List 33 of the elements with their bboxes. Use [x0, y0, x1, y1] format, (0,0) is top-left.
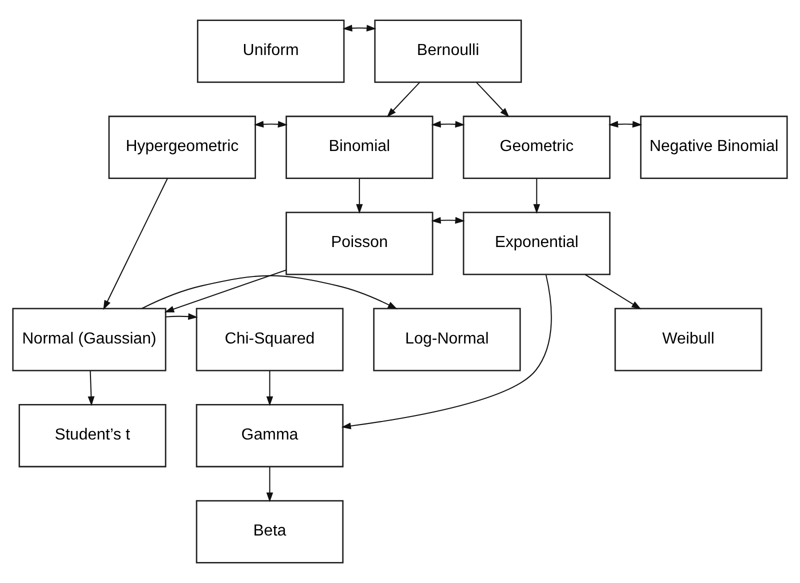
node-box: Exponential	[462, 212, 611, 276]
node-box: Uniform	[196, 20, 345, 83]
arrow	[103, 178, 168, 310]
arrow	[142, 275, 398, 310]
arrow	[266, 466, 274, 502]
arrow	[584, 274, 642, 310]
node-box: Normal (Gaussian)	[12, 308, 166, 372]
arrow	[341, 274, 552, 430]
arrow	[266, 370, 274, 406]
node-box: Geometric	[462, 116, 611, 179]
arrow	[356, 178, 363, 214]
arrow	[476, 82, 510, 118]
node-box: Negative Binomial	[640, 116, 788, 179]
arrow	[431, 120, 465, 128]
arrow	[386, 82, 420, 118]
node-box: Binomial	[286, 116, 434, 179]
node-box: Beta	[196, 500, 344, 564]
node-box: Poisson	[286, 212, 434, 276]
arrow	[608, 120, 642, 128]
node-box: Gamma	[196, 404, 344, 468]
arrow	[88, 370, 95, 406]
node-box: Weibull	[614, 308, 762, 372]
node-box: Student’s t	[18, 404, 166, 468]
arrow	[342, 24, 376, 32]
arrow	[166, 313, 198, 320]
arrow	[431, 217, 465, 224]
node-box: Chi-Squared	[196, 308, 344, 372]
arrow	[254, 120, 288, 128]
arrow	[533, 178, 540, 214]
node-box: Log-Normal	[373, 308, 521, 372]
node-box: Bernoulli	[374, 20, 522, 83]
node-box: Hypergeometric	[108, 116, 256, 179]
arrow	[164, 270, 286, 312]
